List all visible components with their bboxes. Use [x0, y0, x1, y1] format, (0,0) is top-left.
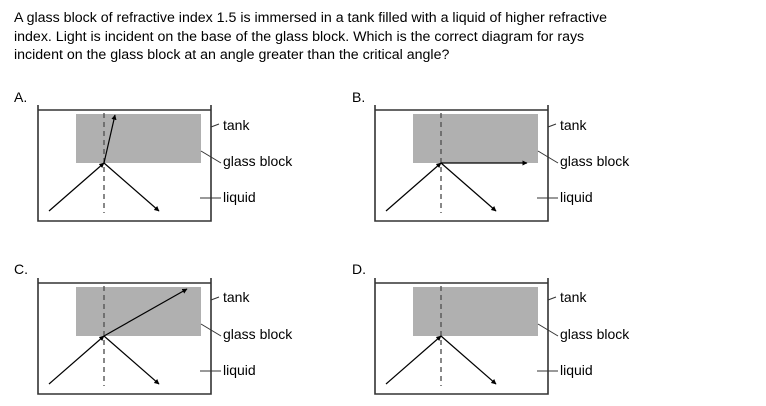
option-c-glass-leader: [200, 323, 222, 337]
option-d-incident-ray: [385, 335, 442, 385]
option-c-transmitted-ray: [103, 288, 188, 337]
question-line-1: A glass block of refractive index 1.5 is…: [14, 10, 607, 26]
option-d-liquid-label: liquid: [560, 362, 593, 378]
option-b-glass-block-label: glass block: [560, 153, 630, 169]
option-c-tank-label: tank: [223, 289, 250, 305]
option-b-incident-ray: [385, 162, 442, 212]
option-c-liquid-label: liquid: [223, 362, 256, 378]
option-d-tank: [374, 278, 549, 395]
option-b-tank-label: tank: [560, 117, 587, 133]
option-b-tank: [374, 105, 549, 222]
option-d-tank-leader: [547, 296, 557, 301]
question-text: A glass block of refractive index 1.5 is…: [14, 9, 754, 65]
option-d-glass-block-label: glass block: [560, 326, 630, 342]
option-c-reflected-ray: [103, 335, 160, 385]
option-d-tank-label: tank: [560, 289, 587, 305]
option-d-glass-leader: [537, 323, 559, 337]
option-a-glass-leader: [200, 150, 222, 164]
option-b-liquid-label: liquid: [560, 189, 593, 205]
option-d-letter: D.: [352, 261, 366, 277]
option-c-letter: C.: [14, 261, 28, 277]
option-b-letter: B.: [352, 89, 366, 105]
option-c-incident-ray: [48, 335, 105, 385]
option-a-tank-leader: [210, 123, 220, 128]
option-a-liquid-label: liquid: [223, 189, 256, 205]
option-c-tank-leader: [210, 296, 220, 301]
option-c-glass-block: [76, 287, 201, 336]
option-d-reflected-ray: [440, 335, 497, 385]
option-b-reflected-ray: [440, 162, 497, 212]
question-line-3: incident on the glass block at an angle …: [14, 47, 450, 63]
option-c-tank: [37, 278, 212, 395]
option-a-transmitted-ray: [103, 114, 117, 164]
option-a-incident-ray: [48, 162, 105, 212]
option-a-tank-label: tank: [223, 117, 250, 133]
option-b-glass-leader: [537, 150, 559, 164]
option-a-glass-block: [76, 114, 201, 163]
option-d-glass-block: [413, 287, 538, 336]
question-line-2: index. Light is incident on the base of …: [14, 28, 585, 45]
option-a-letter: A.: [14, 89, 28, 105]
option-a-reflected-ray: [103, 162, 160, 212]
option-b-tank-leader: [547, 123, 557, 128]
option-a-tank: [37, 105, 212, 222]
option-a-glass-block-label: glass block: [223, 153, 293, 169]
option-b-glass-block: [413, 114, 538, 163]
option-c-glass-block-label: glass block: [223, 326, 293, 342]
